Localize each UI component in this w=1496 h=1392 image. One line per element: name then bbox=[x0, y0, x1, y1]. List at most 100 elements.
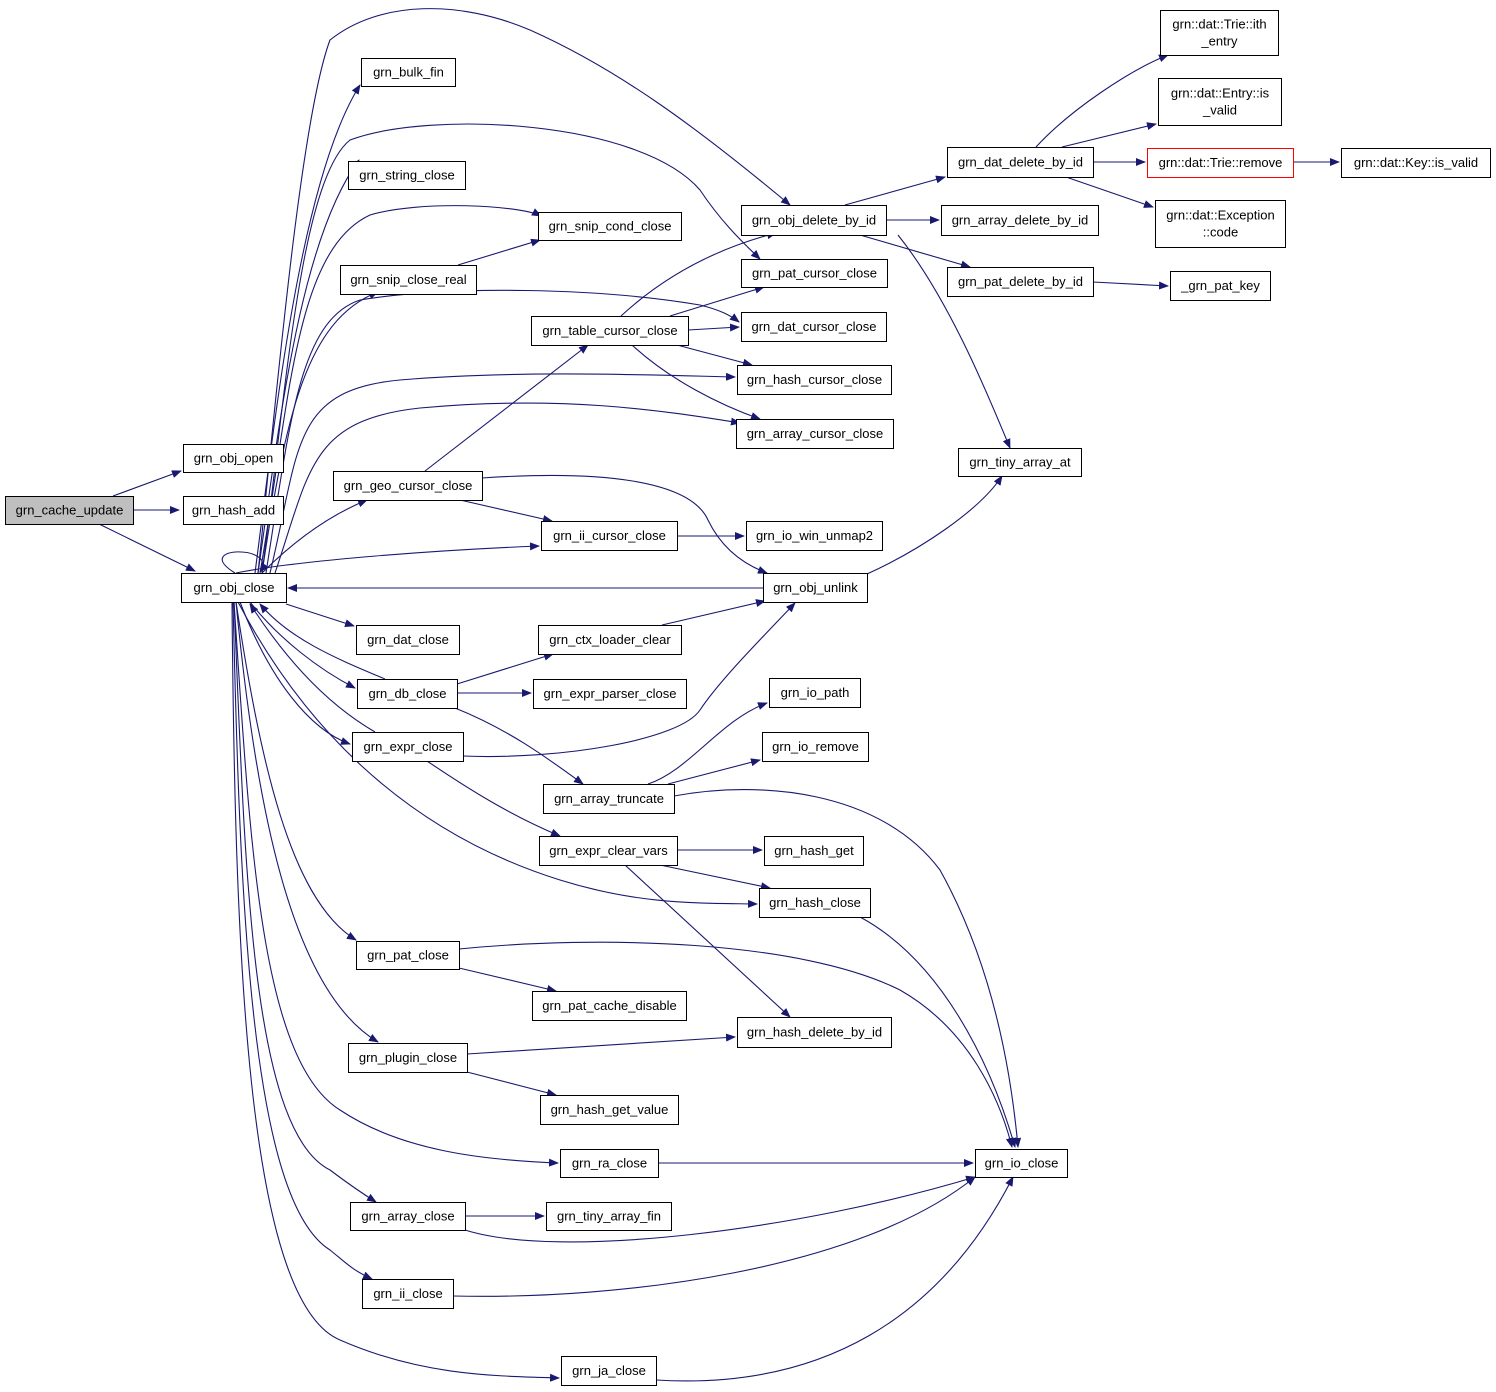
node-box bbox=[941, 205, 1099, 236]
node-box bbox=[539, 836, 678, 866]
node-io-remove[interactable]: grn_io_remove bbox=[762, 732, 869, 762]
node-array-close[interactable]: grn_array_close bbox=[350, 1202, 466, 1231]
node-box bbox=[1341, 148, 1491, 178]
node-hash-get-value[interactable]: grn_hash_get_value bbox=[540, 1095, 679, 1125]
node-label: grn_hash_add bbox=[192, 503, 275, 518]
node-label: grn_tiny_array_at bbox=[969, 455, 1071, 470]
node-label: grn_pat_cache_disable bbox=[542, 998, 676, 1013]
node-key-is-valid[interactable]: grn::dat::Key::is_valid bbox=[1341, 148, 1491, 178]
node-label: ::code bbox=[1203, 225, 1238, 240]
node-label: grn::dat::Trie::remove bbox=[1159, 155, 1283, 170]
edge-ja-close-to-io-close bbox=[655, 1176, 1014, 1382]
node-hash-add[interactable]: grn_hash_add bbox=[183, 496, 284, 525]
node-hash-cursor-close[interactable]: grn_hash_cursor_close bbox=[737, 365, 892, 395]
node-box bbox=[5, 496, 134, 525]
node-box bbox=[352, 732, 464, 762]
node-bulk-fin[interactable]: grn_bulk_fin bbox=[361, 58, 456, 87]
node-expr-clear-vars[interactable]: grn_expr_clear_vars bbox=[539, 836, 678, 866]
node-box bbox=[737, 365, 892, 395]
node-plugin-close[interactable]: grn_plugin_close bbox=[348, 1043, 468, 1073]
node-box bbox=[947, 267, 1094, 297]
node-hash-delete-by-id[interactable]: grn_hash_delete_by_id bbox=[737, 1017, 892, 1048]
edge-obj-close-to-snip-cond-close bbox=[259, 205, 542, 574]
node-pat-cursor-close[interactable]: grn_pat_cursor_close bbox=[741, 259, 888, 288]
edge-table-cursor-close-to-pat-cursor-close bbox=[669, 285, 765, 317]
edge-cache-update-to-obj-close bbox=[98, 523, 196, 572]
edge-obj-close-to-dat-close bbox=[285, 603, 355, 628]
edge-expr-clear-vars-to-hash-close bbox=[659, 864, 771, 891]
node-obj-open[interactable]: grn_obj_open bbox=[183, 444, 284, 473]
node-snip-close-real[interactable]: grn_snip_close_real bbox=[340, 265, 477, 295]
node-tiny-array-at[interactable]: grn_tiny_array_at bbox=[958, 448, 1082, 477]
node-box bbox=[183, 496, 284, 525]
node-array-delete-by-id[interactable]: grn_array_delete_by_id bbox=[941, 205, 1099, 236]
edge-obj-delete-by-id-to-dat-delete-by-id bbox=[844, 175, 946, 206]
node-pat-close[interactable]: grn_pat_close bbox=[356, 941, 460, 970]
edge-cache-update-to-obj-open bbox=[112, 470, 182, 497]
node-box bbox=[958, 448, 1082, 477]
node-label: grn_io_close bbox=[985, 1156, 1059, 1171]
node-label: grn::dat::Entry::is bbox=[1171, 86, 1270, 101]
edge-table-cursor-close-to-hash-cursor-close bbox=[676, 344, 753, 367]
node-io-path[interactable]: grn_io_path bbox=[769, 678, 861, 708]
node-box bbox=[737, 1017, 892, 1048]
node-box bbox=[340, 265, 477, 295]
node-ja-close[interactable]: grn_ja_close bbox=[561, 1356, 657, 1386]
node-expr-close[interactable]: grn_expr_close bbox=[352, 732, 464, 762]
node-geo-cursor-close[interactable]: grn_geo_cursor_close bbox=[333, 471, 483, 501]
node-trie-ith-entry[interactable]: grn::dat::Trie::ith_entry bbox=[1160, 10, 1279, 56]
node-ra-close[interactable]: grn_ra_close bbox=[560, 1149, 659, 1178]
node-ii-close[interactable]: grn_ii_close bbox=[362, 1279, 454, 1309]
node-box bbox=[541, 521, 678, 551]
node-label: grn_array_delete_by_id bbox=[952, 213, 1089, 228]
node-expr-parser-close[interactable]: grn_expr_parser_close bbox=[533, 679, 687, 709]
node-entry-is-valid[interactable]: grn::dat::Entry::is_valid bbox=[1158, 78, 1282, 126]
node-obj-delete-by-id[interactable]: grn_obj_delete_by_id bbox=[741, 205, 887, 236]
node-table-cursor-close[interactable]: grn_table_cursor_close bbox=[531, 316, 689, 346]
node-pat-delete-by-id[interactable]: grn_pat_delete_by_id bbox=[947, 267, 1094, 297]
node-label: grn_obj_delete_by_id bbox=[752, 213, 876, 228]
node-label: _valid bbox=[1202, 103, 1237, 118]
edge-hash-close-to-io-close bbox=[859, 916, 1017, 1148]
node-dat-cursor-close[interactable]: grn_dat_cursor_close bbox=[741, 312, 887, 342]
node-label: grn_ja_close bbox=[572, 1363, 646, 1378]
node-trie-remove[interactable]: grn::dat::Trie::remove bbox=[1147, 148, 1294, 178]
node-db-close[interactable]: grn_db_close bbox=[357, 679, 458, 709]
node-cache-update[interactable]: grn_cache_update bbox=[5, 496, 134, 525]
node-io-win-unmap2[interactable]: grn_io_win_unmap2 bbox=[746, 521, 883, 551]
node-label: grn_plugin_close bbox=[359, 1050, 457, 1065]
node-label: grn_ii_close bbox=[373, 1286, 442, 1301]
edge-array-truncate-to-io-path bbox=[647, 702, 768, 785]
node-hash-get[interactable]: grn_hash_get bbox=[764, 836, 864, 866]
node-ctx-loader-clear[interactable]: grn_ctx_loader_clear bbox=[538, 625, 682, 655]
node-label: grn_dat_cursor_close bbox=[751, 319, 876, 334]
node-snip-cond-close[interactable]: grn_snip_cond_close bbox=[538, 212, 682, 241]
node-label: grn_tiny_array_fin bbox=[557, 1209, 661, 1224]
node-pat-key[interactable]: _grn_pat_key bbox=[1170, 271, 1271, 301]
edge-obj-close-to-obj-delete-by-id bbox=[257, 8, 791, 574]
node-box bbox=[348, 161, 466, 190]
node-string-close[interactable]: grn_string_close bbox=[348, 161, 466, 190]
node-box bbox=[540, 1095, 679, 1125]
node-dat-delete-by-id[interactable]: grn_dat_delete_by_id bbox=[947, 147, 1094, 178]
node-io-close[interactable]: grn_io_close bbox=[975, 1149, 1068, 1178]
node-box bbox=[333, 471, 483, 501]
node-ii-cursor-close[interactable]: grn_ii_cursor_close bbox=[541, 521, 678, 551]
edge-obj-close-to-ja-close bbox=[231, 601, 560, 1382]
nodes-layer: grn_cache_update grn_obj_open grn_hash_add… bbox=[5, 10, 1491, 1386]
node-tiny-array-fin[interactable]: grn_tiny_array_fin bbox=[546, 1202, 672, 1231]
node-obj-unlink[interactable]: grn_obj_unlink bbox=[763, 573, 868, 603]
node-exception-code[interactable]: grn::dat::Exception::code bbox=[1155, 200, 1286, 248]
node-obj-close[interactable]: grn_obj_close bbox=[181, 573, 287, 603]
edge-pat-close-to-pat-cache-disable bbox=[458, 967, 557, 993]
node-label: grn_obj_close bbox=[194, 580, 275, 595]
edge-obj-close-to-array-close bbox=[233, 601, 377, 1203]
node-array-cursor-close[interactable]: grn_array_cursor_close bbox=[736, 419, 894, 449]
node-dat-close[interactable]: grn_dat_close bbox=[356, 625, 460, 655]
node-hash-close[interactable]: grn_hash_close bbox=[759, 888, 871, 918]
node-box bbox=[1158, 78, 1282, 126]
node-pat-cache-disable[interactable]: grn_pat_cache_disable bbox=[532, 991, 687, 1021]
node-array-truncate[interactable]: grn_array_truncate bbox=[543, 784, 675, 814]
node-box bbox=[357, 679, 458, 709]
